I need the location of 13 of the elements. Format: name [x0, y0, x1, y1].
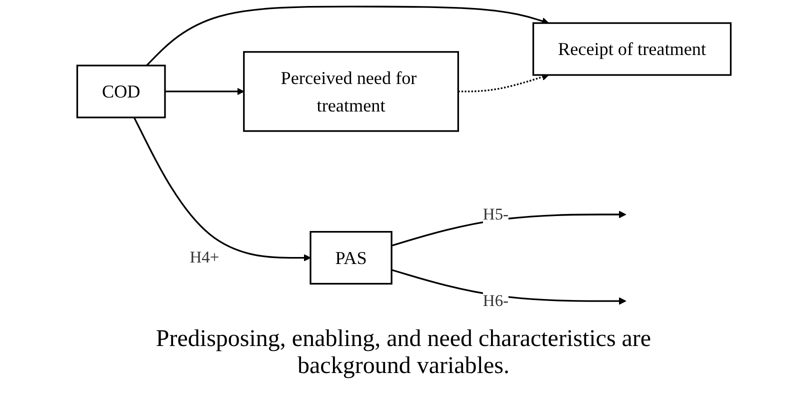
- arrow: [164, 88, 244, 96]
- edge-label: H6-: [482, 292, 508, 310]
- arrow: [390, 269, 626, 305]
- edge-label: H5-: [482, 205, 508, 224]
- node-box: COD: [76, 64, 166, 118]
- arrow: [146, 6, 548, 66]
- arrow: [390, 210, 626, 246]
- node-box: PAS: [309, 230, 392, 285]
- node-box: Receipt of treatment: [532, 22, 732, 76]
- edge-label: H4+: [189, 248, 219, 267]
- caption: Predisposing, enabling, and need characteristics are background variables.: [154, 326, 652, 380]
- node-box: Perceived need for treatment: [242, 51, 458, 132]
- arrow: [132, 117, 310, 262]
